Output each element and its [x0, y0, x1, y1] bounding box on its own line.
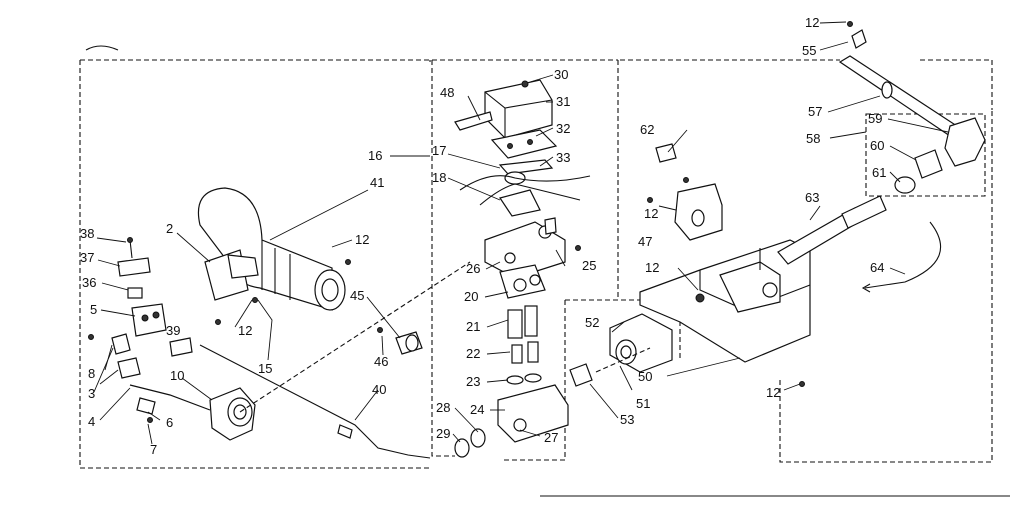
valve-51 — [569, 313, 673, 387]
dashed-connectors — [239, 261, 651, 413]
label-12: 12 — [805, 15, 819, 30]
label-22: 22 — [466, 346, 480, 361]
label-36: 36 — [82, 275, 96, 290]
orifice-assembly — [894, 117, 986, 194]
label-63: 63 — [805, 190, 819, 205]
label-33: 33 — [556, 150, 570, 165]
label-20: 20 — [464, 289, 478, 304]
tube-57 — [838, 21, 962, 137]
tube-63 — [777, 195, 887, 265]
label-12-c: 12 — [238, 323, 252, 338]
label-52: 52 — [585, 315, 599, 330]
label-37: 37 — [80, 250, 94, 265]
label-53: 53 — [620, 412, 634, 427]
fitting-45 — [377, 327, 423, 355]
label-7: 7 — [150, 442, 157, 457]
label-60: 60 — [870, 138, 884, 153]
label-57: 57 — [808, 104, 822, 119]
label-41: 41 — [370, 175, 384, 190]
valve-components-left — [88, 237, 211, 423]
label-12-d: 12 — [644, 206, 658, 221]
label-28: 28 — [436, 400, 450, 415]
label-10: 10 — [170, 368, 184, 383]
label-51: 51 — [636, 396, 650, 411]
label-12-b: 12 — [355, 232, 369, 247]
label-47: 47 — [638, 234, 652, 249]
label-30: 30 — [554, 67, 568, 82]
label-29: 29 — [436, 426, 450, 441]
label-4: 4 — [88, 414, 95, 429]
label-31: 31 — [556, 94, 570, 109]
solenoid-assembly — [454, 79, 591, 217]
label-64: 64 — [870, 260, 884, 275]
label-25: 25 — [582, 258, 596, 273]
label-24: 24 — [470, 402, 484, 417]
label-26: 26 — [466, 261, 480, 276]
manifold-bracket-50 — [639, 239, 811, 363]
label-21: 21 — [466, 319, 480, 334]
label-50: 50 — [638, 369, 652, 384]
label-46: 46 — [374, 354, 388, 369]
label-45: 45 — [350, 288, 364, 303]
label-17: 17 — [432, 143, 446, 158]
label-59: 59 — [868, 111, 882, 126]
label-16: 16 — [368, 148, 382, 163]
label-5: 5 — [90, 302, 97, 317]
label-38: 38 — [80, 226, 94, 241]
burner-tube-41 — [197, 187, 346, 311]
outer-boundary — [79, 45, 1010, 497]
label-39: 39 — [166, 323, 180, 338]
thermocouple-40 — [199, 344, 431, 459]
label-58: 58 — [806, 131, 820, 146]
label-27: 27 — [544, 430, 558, 445]
bracket-2 — [204, 249, 259, 301]
label-23: 23 — [466, 374, 480, 389]
valve-body — [454, 217, 569, 458]
fasteners — [215, 197, 805, 387]
label-12-f: 12 — [766, 385, 780, 400]
label-8: 8 — [88, 366, 95, 381]
leader-lines — [93, 21, 949, 445]
label-61: 61 — [872, 165, 886, 180]
label-15: 15 — [258, 361, 272, 376]
label-3: 3 — [88, 386, 95, 401]
label-12-e: 12 — [645, 260, 659, 275]
label-48: 48 — [440, 85, 454, 100]
thermostat-10 — [209, 387, 256, 441]
label-6: 6 — [166, 415, 173, 430]
label-2: 2 — [166, 221, 173, 236]
wire-64 — [861, 221, 941, 293]
label-40: 40 — [372, 382, 386, 397]
regulator-47 — [655, 143, 723, 241]
label-62: 62 — [640, 122, 654, 137]
label-55: 55 — [802, 43, 816, 58]
callout-labels: 12 55 57 58 59 60 61 63 64 30 31 32 33 4… — [80, 15, 886, 457]
label-18: 18 — [432, 170, 446, 185]
label-32: 32 — [556, 121, 570, 136]
